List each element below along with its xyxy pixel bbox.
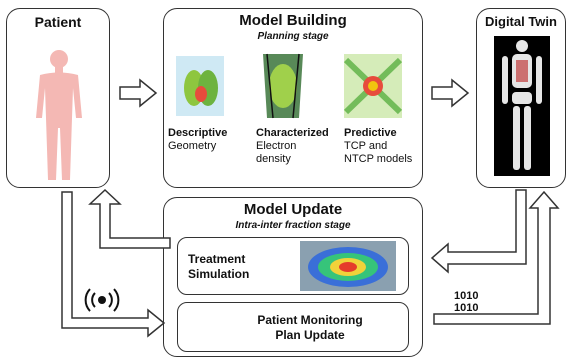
arrow-patient-to-model-building bbox=[119, 78, 158, 108]
arrow-model-update-to-patient bbox=[88, 188, 171, 249]
model-update-subtitle: Intra-inter fraction stage bbox=[235, 220, 351, 231]
arrow-model-building-to-digital-twin bbox=[431, 78, 470, 108]
arrow-model-update-to-digital-twin bbox=[433, 190, 560, 325]
digital-twin-title: Digital Twin bbox=[485, 14, 557, 29]
binary-line-1: 1010 bbox=[454, 290, 479, 302]
descriptive-text: Geometry bbox=[168, 140, 217, 152]
model-building-title: Model Building bbox=[239, 12, 347, 29]
binary-data-label: 1010 1010 bbox=[454, 290, 494, 314]
patient-monitoring-box bbox=[177, 302, 409, 352]
characterized-heading: Characterized bbox=[256, 127, 329, 139]
human-figure-icon bbox=[36, 50, 82, 180]
predictive-heading: Predictive bbox=[344, 127, 397, 139]
geometry-thumbnail bbox=[176, 56, 224, 116]
skeleton-scan-icon bbox=[494, 36, 550, 176]
predictive-text: TCP and NTCP models bbox=[344, 140, 413, 165]
patient-title: Patient bbox=[34, 14, 82, 30]
descriptive-heading: Descriptive bbox=[168, 127, 228, 139]
patient-monitoring-label: Patient Monitoring Plan Update bbox=[257, 313, 363, 342]
binary-line-2: 1010 bbox=[454, 302, 479, 314]
dose-map-thumbnail bbox=[300, 241, 396, 291]
electron-density-thumbnail bbox=[263, 53, 303, 119]
tcp-ntcp-thumbnail bbox=[343, 54, 403, 118]
arrow-patient-to-monitoring bbox=[61, 191, 166, 338]
model-building-subtitle: Planning stage bbox=[257, 31, 329, 42]
characterized-text: Electron density bbox=[256, 140, 297, 165]
arrow-digital-twin-to-model-update bbox=[430, 189, 527, 274]
predictive-label: Predictive TCP and NTCP models bbox=[344, 127, 416, 166]
treatment-simulation-label: Treatment Simulation bbox=[188, 252, 250, 281]
wireless-signal-icon bbox=[84, 288, 120, 312]
model-update-title: Model Update bbox=[243, 201, 343, 218]
descriptive-label: Descriptive Geometry bbox=[168, 127, 248, 153]
characterized-label: Characterized Electron density bbox=[256, 127, 329, 166]
